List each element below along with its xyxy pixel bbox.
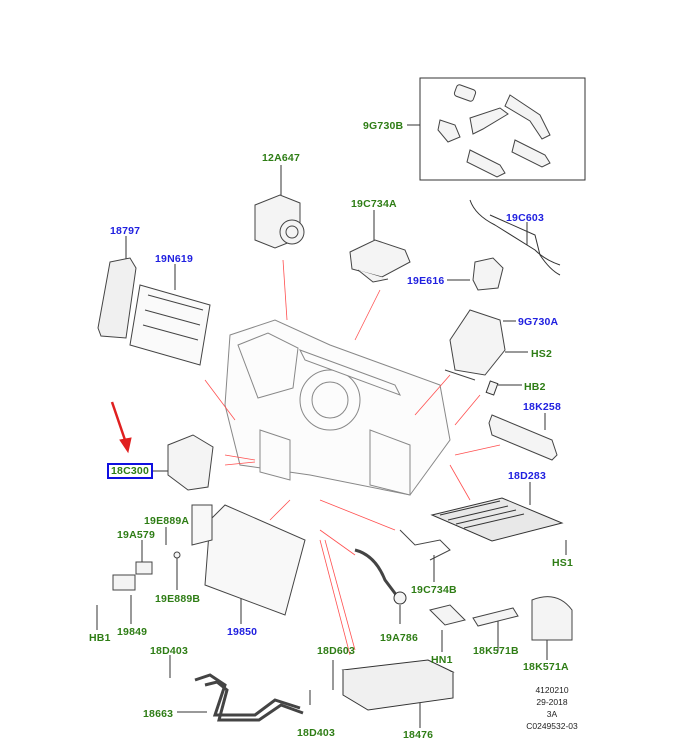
leader-lines xyxy=(204,259,501,656)
motor-12A647 xyxy=(254,194,305,249)
part-label-18D283[interactable]: 18D283 xyxy=(508,470,546,482)
ref-line-2: 29-2018 xyxy=(536,697,568,707)
part-label-19E889B[interactable]: 19E889B xyxy=(155,593,201,605)
shield-18K571A xyxy=(531,596,573,641)
part-label-12A647[interactable]: 12A647 xyxy=(262,152,300,164)
selection-arrow xyxy=(110,401,132,454)
heater-core-18D283 xyxy=(430,497,564,542)
part-label-19A579[interactable]: 19A579 xyxy=(117,529,155,541)
part-label-18K258[interactable]: 18K258 xyxy=(523,401,561,413)
part-label-HN1[interactable]: HN1 xyxy=(431,654,453,666)
heater-pipes-18663 xyxy=(194,673,304,722)
diagram-reference-info: 4120210 29-2018 3A C0249532-03 xyxy=(512,684,592,732)
part-label-19E889A[interactable]: 19E889A xyxy=(144,515,190,527)
part-label-18D603[interactable]: 18D603 xyxy=(317,645,355,657)
kit-box-9G730B xyxy=(419,77,586,181)
part-label-18663[interactable]: 18663 xyxy=(143,708,174,720)
part-label-19C734B[interactable]: 19C734B xyxy=(411,584,457,596)
ref-line-3: 3A xyxy=(546,709,558,719)
part-label-9G730B[interactable]: 9G730B xyxy=(363,120,404,132)
part-label-19N619[interactable]: 19N619 xyxy=(155,253,193,265)
cabin-filter-19N619 xyxy=(129,284,211,366)
part-label-19A786[interactable]: 19A786 xyxy=(380,632,418,644)
part-label-18797[interactable]: 18797 xyxy=(110,225,141,237)
filter-frame-18797 xyxy=(97,257,137,339)
hvac-housing-main xyxy=(224,319,451,496)
part-label-18K571B[interactable]: 18K571B xyxy=(473,645,519,657)
part-label-18D403-top[interactable]: 18D403 xyxy=(150,645,188,657)
bracket-18K571B xyxy=(472,607,519,627)
evaporator-19850 xyxy=(191,504,306,616)
part-label-19850[interactable]: 19850 xyxy=(227,626,258,638)
duct-18K258 xyxy=(488,414,558,461)
part-label-19E616[interactable]: 19E616 xyxy=(407,275,445,287)
part-label-19C603[interactable]: 19C603 xyxy=(506,212,544,224)
part-label-HB1[interactable]: HB1 xyxy=(89,632,111,644)
evaporator-fittings xyxy=(112,551,181,591)
part-label-HS1[interactable]: HS1 xyxy=(552,557,574,569)
part-label-9G730A[interactable]: 9G730A xyxy=(518,316,559,328)
actuator-9G730A xyxy=(444,309,506,381)
sensor-19E616 xyxy=(472,257,504,291)
clip-HN1 xyxy=(429,604,466,626)
part-label-19C734A[interactable]: 19C734A xyxy=(351,198,397,210)
part-label-18C300-selected[interactable]: 18C300 xyxy=(107,463,153,479)
part-label-18476[interactable]: 18476 xyxy=(403,729,434,741)
part-label-18D403-bottom[interactable]: 18D403 xyxy=(297,727,335,739)
part-label-HB2[interactable]: HB2 xyxy=(524,381,546,393)
actuator-19C734A xyxy=(349,239,411,283)
actuator-pin-part xyxy=(437,84,551,178)
ref-line-1: 4120210 xyxy=(535,685,569,695)
ref-line-4: C0249532-03 xyxy=(526,721,578,731)
part-label-HS2[interactable]: HS2 xyxy=(531,348,553,360)
duct-18C300 xyxy=(167,434,214,491)
heater-core-18476 xyxy=(341,659,455,711)
part-label-19849[interactable]: 19849 xyxy=(117,626,148,638)
part-label-18K571A[interactable]: 18K571A xyxy=(523,661,569,673)
